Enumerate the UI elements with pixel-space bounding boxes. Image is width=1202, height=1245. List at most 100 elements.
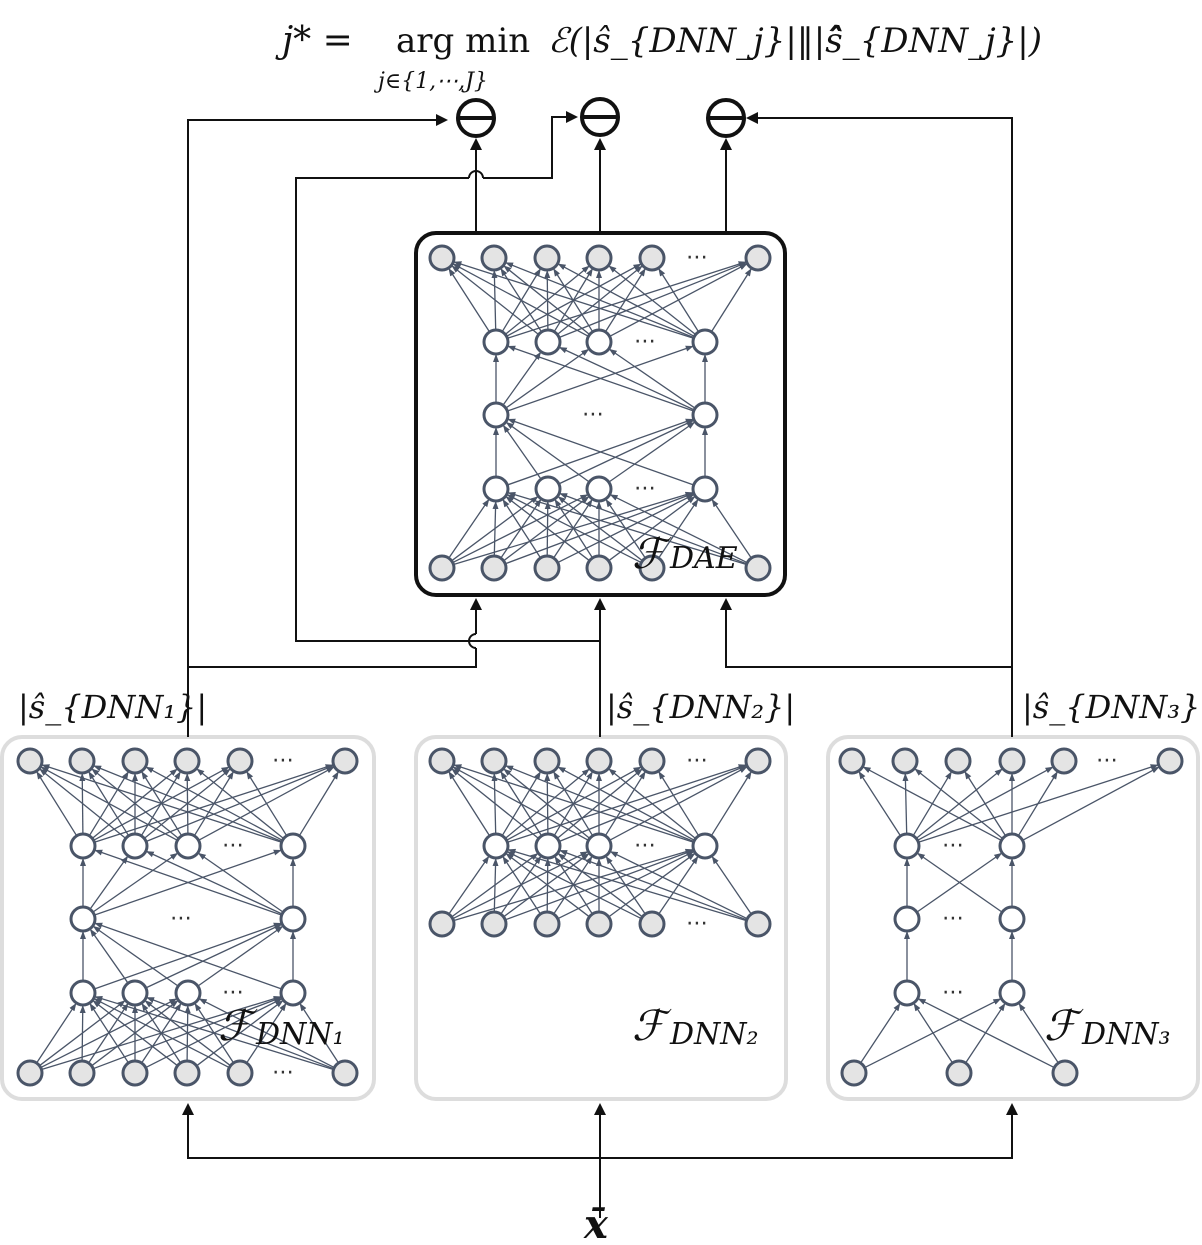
network-edge [913, 1003, 954, 1064]
dnn2-bypass-line-a [295, 177, 600, 642]
neuron-node [174, 979, 202, 1007]
network-edge [505, 422, 590, 483]
neuron-node-gray [891, 747, 919, 775]
network-edge [197, 925, 284, 987]
dnn3-to-dae-arrow [720, 598, 1013, 737]
ellipsis-text: ⋯ [942, 980, 964, 1005]
neuron-node [482, 328, 510, 356]
neuron-node [585, 832, 613, 860]
network-edge [503, 265, 591, 336]
formula-argmin: arg min [396, 21, 530, 61]
network-edge [94, 995, 334, 1071]
neuron-node-gray [428, 554, 456, 582]
formula-rhs: ℰ(|ŝ_{DNN_j}|‖|ŝ̂_{DNN_j}|) [548, 21, 1042, 61]
network-edge [1017, 771, 1058, 837]
network-edge [658, 268, 700, 333]
neuron-node-gray [744, 747, 772, 775]
network-edge [507, 848, 747, 922]
neuron-node-gray [744, 244, 772, 272]
network-edge [507, 491, 747, 566]
neuron-node-gray [533, 554, 561, 582]
neuron-node [121, 979, 149, 1007]
network-edge [604, 268, 646, 333]
network-edge [502, 856, 541, 915]
network-edge [198, 998, 335, 1069]
neuron-node-gray [428, 747, 456, 775]
neuron-node-gray [744, 910, 772, 938]
neuron-node-gray [585, 747, 613, 775]
network-edge [914, 768, 1004, 840]
ellipsis-text: ⋯ [272, 1060, 294, 1085]
network-edge [298, 771, 339, 837]
network-edge [40, 766, 178, 841]
network-edge [1018, 1002, 1059, 1064]
neuron-node [691, 832, 719, 860]
network-edge [492, 501, 499, 557]
network-edge [608, 853, 696, 918]
network-edge [94, 849, 282, 916]
network-edge [502, 424, 542, 480]
neuron-node-gray [744, 554, 772, 582]
network-edge [858, 771, 902, 837]
neuron-node [482, 475, 510, 503]
network-edge [503, 496, 590, 562]
neuron-node [534, 328, 562, 356]
neuron-node [69, 905, 97, 933]
neuron-node-gray [945, 1059, 973, 1087]
neuron-node-gray [533, 244, 561, 272]
dnn3-output-label: |ŝ_{DNN₃}| [1022, 688, 1202, 726]
network-edge [502, 499, 542, 559]
neuron-node-gray [68, 1059, 96, 1087]
neuron-node [482, 832, 510, 860]
formula-lhs: j* = [275, 20, 353, 61]
network-edge [965, 1002, 1006, 1064]
dnn1-to-minus1-arrow [187, 114, 448, 737]
neuron-node-gray [331, 747, 359, 775]
network-edge [506, 494, 642, 564]
neuron-node-gray [840, 1059, 868, 1087]
network-edge [79, 1005, 86, 1062]
network-edge [503, 853, 590, 918]
dnn1-network: ⋯⋯⋯⋯⋯ [16, 747, 359, 1087]
ellipsis-text: ⋯ [582, 402, 604, 427]
network-edge [505, 853, 590, 918]
network-edge [505, 262, 695, 339]
network-edge [506, 851, 642, 920]
network-edge [505, 765, 695, 843]
network-edge [558, 419, 695, 485]
input-to-dnn3-arrow [600, 1103, 1018, 1159]
neuron-node-gray [944, 747, 972, 775]
neuron-node-gray [480, 910, 508, 938]
network-edge [1022, 766, 1160, 841]
network-edge [299, 1003, 340, 1064]
neuron-node [534, 832, 562, 860]
neuron-node-gray [533, 747, 561, 775]
network-edge [557, 496, 643, 562]
neuron-node [691, 328, 719, 356]
network-edge [36, 771, 78, 837]
network-edge [88, 1002, 129, 1064]
network-edge [608, 265, 697, 336]
neuron-node [893, 905, 921, 933]
network-edge [503, 768, 591, 839]
ellipsis-text: ⋯ [686, 911, 708, 936]
neuron-node-gray [16, 747, 44, 775]
network-edge [452, 766, 589, 841]
neuron-node [279, 979, 307, 1007]
network-edge [608, 348, 696, 409]
network-edge [451, 768, 540, 840]
neuron-node-gray [331, 1059, 359, 1087]
network-edge [448, 268, 491, 333]
neuron-node-gray [585, 244, 613, 272]
network-edge [452, 263, 589, 337]
neuron-node-gray [1050, 747, 1078, 775]
nodes: ⋯⋯⋯ [428, 747, 772, 938]
network-edge [507, 345, 694, 412]
edges [858, 764, 1160, 1069]
neuron-node [691, 475, 719, 503]
neuron-node [585, 328, 613, 356]
network-edge [609, 851, 748, 920]
neuron-node-gray [480, 747, 508, 775]
neuron-node [69, 979, 97, 1007]
network-edge [557, 853, 643, 918]
